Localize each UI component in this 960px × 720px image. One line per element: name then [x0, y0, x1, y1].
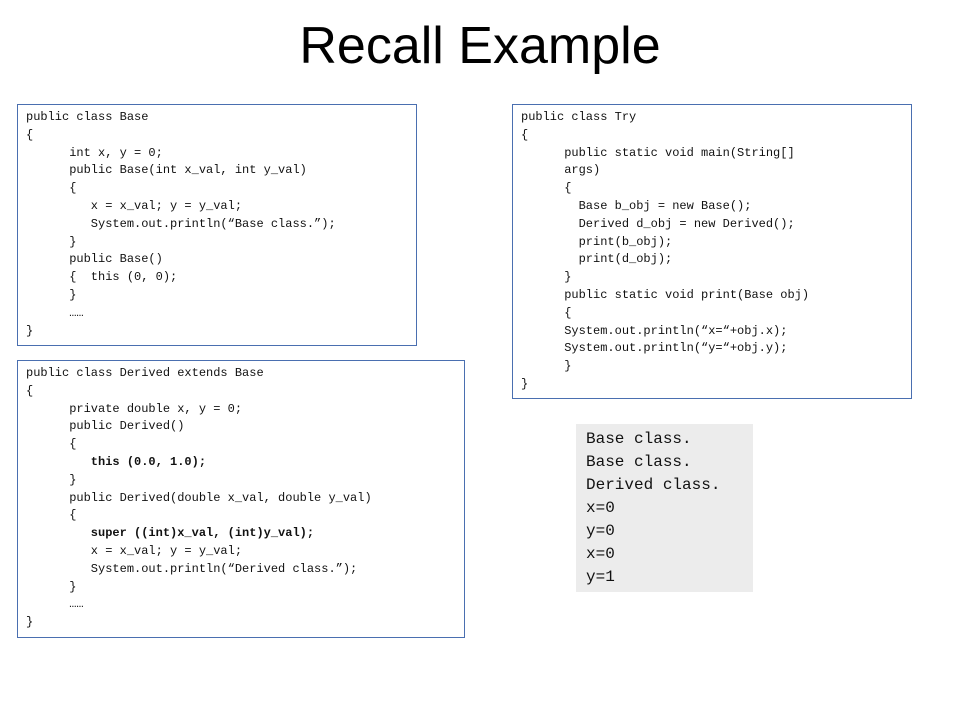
derived-class-code-line: this (0.0, 1.0);	[26, 454, 207, 469]
base-class-code-line: }	[26, 287, 77, 302]
try-class-code-line: {	[521, 127, 529, 142]
output-line: Derived class.	[586, 476, 721, 494]
derived-class-code-line: {	[26, 383, 34, 398]
try-class-code-line: System.out.println(“x=“+obj.x);	[521, 323, 788, 338]
base-class-code-box: public class Base { int x, y = 0; public …	[17, 104, 417, 346]
base-class-code-line: {	[26, 127, 34, 142]
derived-class-code-line: }	[26, 615, 34, 630]
derived-class-code-line: }	[26, 579, 77, 594]
derived-class-code-line: System.out.println(“Derived class.”);	[26, 561, 358, 576]
try-class-code-line: System.out.println(“y=“+obj.y);	[521, 341, 788, 356]
base-class-code-line: {	[26, 181, 77, 196]
derived-class-code-line: public class Derived extends Base	[26, 366, 264, 380]
try-class-code-line: public static void main(String[]	[521, 145, 795, 160]
base-class-code-line: public class Base	[26, 110, 149, 124]
slide-title: Recall Example	[299, 17, 661, 75]
output-line: y=0	[586, 522, 615, 540]
output-line: x=0	[586, 499, 615, 517]
console-output-box: Base class. Base class. Derived class. x=0 y…	[576, 424, 753, 592]
output-line: y=1	[586, 568, 615, 586]
derived-class-code-line: public Derived(double x_val, double y_va…	[26, 490, 372, 505]
try-class-code-line: public class Try	[521, 110, 637, 124]
try-class-code-box: public class Try { public static void mai…	[512, 104, 912, 399]
derived-class-code-line: super ((int)x_val, (int)y_val);	[26, 526, 315, 541]
derived-class-code-line: ……	[26, 597, 84, 612]
base-class-code-line: public Base(int x_val, int y_val)	[26, 163, 307, 178]
try-class-code-line: }	[521, 359, 572, 374]
try-class-code-line: public static void print(Base obj)	[521, 287, 810, 302]
base-class-code-line: x = x_val; y = y_val;	[26, 198, 243, 213]
derived-class-code-line: public Derived()	[26, 419, 185, 434]
output-line: x=0	[586, 545, 615, 563]
derived-class-code-box: public class Derived extends Base { priva…	[17, 360, 465, 638]
try-class-code-line: {	[521, 181, 572, 196]
try-class-code-line: print(d_obj);	[521, 252, 673, 267]
try-class-code-line: }	[521, 376, 529, 391]
derived-class-code-line: }	[26, 472, 77, 487]
base-class-code-line: { this (0, 0);	[26, 270, 178, 285]
base-class-code-line: public Base()	[26, 252, 163, 267]
derived-class-code-line: {	[26, 508, 77, 523]
derived-class-code-line: {	[26, 437, 77, 452]
base-class-code-line: }	[26, 234, 77, 249]
base-class-code-line: System.out.println(“Base class.”);	[26, 216, 336, 231]
try-class-code-line: args)	[521, 163, 601, 178]
base-class-code-line: int x, y = 0;	[26, 145, 163, 160]
try-class-code-line: }	[521, 270, 572, 285]
base-class-code-line: }	[26, 323, 34, 338]
try-class-code-line: Derived d_obj = new Derived();	[521, 216, 795, 231]
try-class-code-line: Base b_obj = new Base();	[521, 198, 752, 213]
derived-class-code-line: x = x_val; y = y_val;	[26, 543, 243, 558]
base-class-code-line: ……	[26, 305, 84, 320]
try-class-code-line: print(b_obj);	[521, 234, 673, 249]
output-line: Base class.	[586, 453, 692, 471]
try-class-code-line: {	[521, 305, 572, 320]
derived-class-code-line: private double x, y = 0;	[26, 401, 243, 416]
output-line: Base class.	[586, 430, 692, 448]
